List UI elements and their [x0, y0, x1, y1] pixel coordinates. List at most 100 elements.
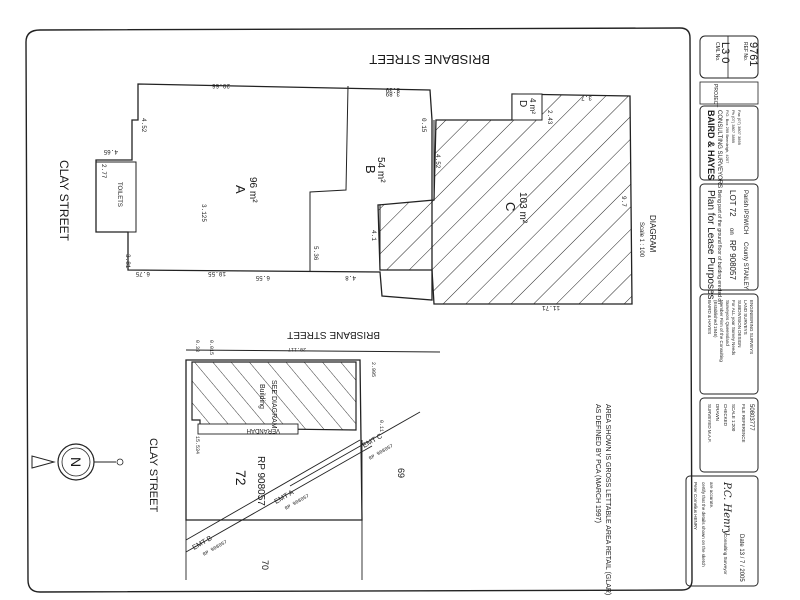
- firm-box-line: SUBDIVISION DESIGN: [737, 300, 742, 348]
- easement-line: [185, 445, 373, 553]
- certificate-date: Date 13 / 7 / 2005: [738, 534, 744, 582]
- area-d-value: 4 m²: [528, 98, 537, 114]
- area-c-label: C: [503, 202, 518, 211]
- survey-info-box: SURVEYED M.A.F. DRAWN CHECKED SCALE 1:20…: [707, 404, 754, 443]
- firm-subtitle: CONSULTING SURVEYORS: [716, 110, 722, 188]
- lot-70-label: 70: [260, 560, 270, 570]
- dim-label: 10.55: [208, 270, 226, 277]
- dim-label: 11.71: [542, 304, 560, 311]
- firm-box-line: For ALL your Survey Needs: [731, 300, 736, 356]
- surveyed-field: SURVEYED M.A.F.: [707, 404, 712, 443]
- certificate-line: are accurate.: [709, 482, 714, 508]
- site-dim: 15.534: [194, 436, 200, 454]
- dim-label: 3.7: [581, 94, 592, 101]
- firm-logo-block: BAIRD & HAYES CONSULTING SURVEYORS P.O. …: [706, 110, 742, 188]
- dim-label: 4.65: [103, 148, 118, 155]
- site-dim: 0.33: [194, 340, 200, 352]
- sheet-number: L3 0: [719, 42, 731, 63]
- firm-box-line: LAND SURVEYS: [743, 300, 748, 335]
- diagram-scale: Scale 1 : 100: [638, 222, 644, 258]
- ref-label: REF No.: [742, 42, 748, 61]
- plan-subheading: Being part of the ground floor of buildi…: [716, 190, 722, 304]
- ref-number: 9761: [747, 42, 759, 66]
- firm-line: Fax (07) 3807 3899: [737, 110, 742, 146]
- dim-label: 3.81: [124, 254, 131, 269]
- area-d: [511, 93, 543, 121]
- partition-a-b: [309, 85, 349, 272]
- file-number: 50803777: [748, 404, 754, 431]
- dim-label: 4.52: [140, 118, 147, 133]
- surveyor-signature: P.C. Henry: [721, 481, 732, 535]
- drawn-field: DRAWN: [715, 404, 720, 421]
- dim-label: 4.52: [434, 154, 441, 169]
- lot-69-label: 69: [396, 468, 406, 478]
- area-c-value: 103 m²: [517, 192, 528, 224]
- firm-box-line: Surveyors Queensland: [725, 300, 730, 346]
- street-label-brisbane-lower: BRISBANE STREET: [287, 329, 380, 340]
- plan-number: RP 908057: [728, 240, 737, 280]
- gla-note-line2: AS DEFINED BY PCA (MARCH 1997): [594, 404, 601, 523]
- sheet-border: [25, 27, 693, 593]
- firm-name: BAIRD & HAYES: [706, 110, 716, 180]
- plan-lot: LOT 72: [728, 190, 737, 217]
- toilets-label: TOILETS: [116, 182, 122, 207]
- north-label: N: [68, 457, 84, 467]
- site-plan: [185, 349, 441, 580]
- plan-on: on: [728, 228, 734, 235]
- easement-line: [185, 439, 361, 541]
- firm-info-box: BAIRD & HAYES (Established 1946) Member …: [707, 300, 754, 362]
- plan-heading: Plan for Lease Purposes: [705, 190, 716, 300]
- emt-c-plan: RP 908057: [368, 443, 394, 462]
- verandah: [197, 423, 299, 435]
- dim-label: 5.36: [312, 246, 319, 261]
- easement-line: [289, 411, 421, 487]
- firm-box-line: Member Firm of the Consulting: [719, 300, 724, 362]
- dim-label: 6.55: [255, 274, 270, 281]
- easement-labels: EMT A EMT B EMT C RP 908057 RP 908057 RP…: [192, 433, 395, 558]
- site-dim: 2.995: [370, 362, 376, 377]
- cml-label: CML No.: [714, 42, 720, 62]
- plan-parish: Parish IPSWICH: [742, 190, 748, 234]
- dim-label: 8.39: [385, 86, 400, 93]
- street-label-clay: CLAY STREET: [57, 160, 71, 242]
- diagram-dimensions: 20.66 8.39 4.65 10.55 6.75 4.52 2.77 3.1…: [100, 82, 627, 311]
- surveyor-certificate: Peter Cornelius HENRY certify that the d…: [693, 481, 744, 582]
- area-d-label: D: [517, 100, 528, 107]
- boundary-steps: [379, 120, 435, 270]
- gla-note-line1: AREA SHOWN IS GROSS LETTABLE AREA RETAIL…: [604, 404, 611, 595]
- lot-number: 72: [233, 470, 249, 486]
- site-dim: 0.11: [378, 420, 384, 432]
- area-b-label: B: [363, 165, 378, 174]
- dim-label: 3.125: [200, 204, 207, 222]
- area-b-value: 54 m²: [375, 157, 386, 183]
- dim-label: 20.66: [212, 82, 230, 89]
- lease-diagram: [95, 83, 633, 305]
- site-dim: 0.015: [208, 340, 214, 355]
- dim-label: 4.1: [370, 230, 377, 241]
- checked-field: CHECKED: [723, 404, 728, 427]
- certificate-line: certify that the details shown on the sk…: [701, 482, 706, 567]
- dim-label: 6.75: [135, 270, 150, 277]
- dim-label: 0.15: [420, 118, 427, 133]
- scale-field: SCALE 1:200: [731, 404, 736, 432]
- file-label: FILE REFERENCE: [741, 404, 746, 443]
- project-label: PROJECT: [712, 84, 718, 107]
- diagram-title: DIAGRAM: [648, 215, 657, 253]
- site-dimensions: 20.117 0.015 0.33 2.995 15.534 0.11: [194, 340, 384, 454]
- dim-label: 2.77: [100, 164, 107, 179]
- emt-c-label: EMT C: [362, 433, 384, 450]
- firm-box-line: (Established 1946): [713, 300, 718, 338]
- area-c: [377, 93, 633, 305]
- plan-county: County STANLEY: [742, 242, 748, 290]
- area-a-label: A: [233, 185, 248, 194]
- surveyor-role: Consulting Surveyor: [723, 534, 728, 575]
- dim-label: 4.8: [345, 274, 356, 281]
- firm-line: P.O. Box 299 Beenleigh, 4207: [725, 110, 730, 164]
- dim-label: 2.43: [546, 110, 553, 125]
- area-a-value: 96 m²: [247, 177, 258, 203]
- see-diagram-label: SEE DIAGRAM: [270, 380, 277, 429]
- toilets-block: [95, 161, 137, 233]
- verandah-label: VERANDAH: [247, 427, 280, 433]
- dim-label: 3.89: [385, 90, 400, 97]
